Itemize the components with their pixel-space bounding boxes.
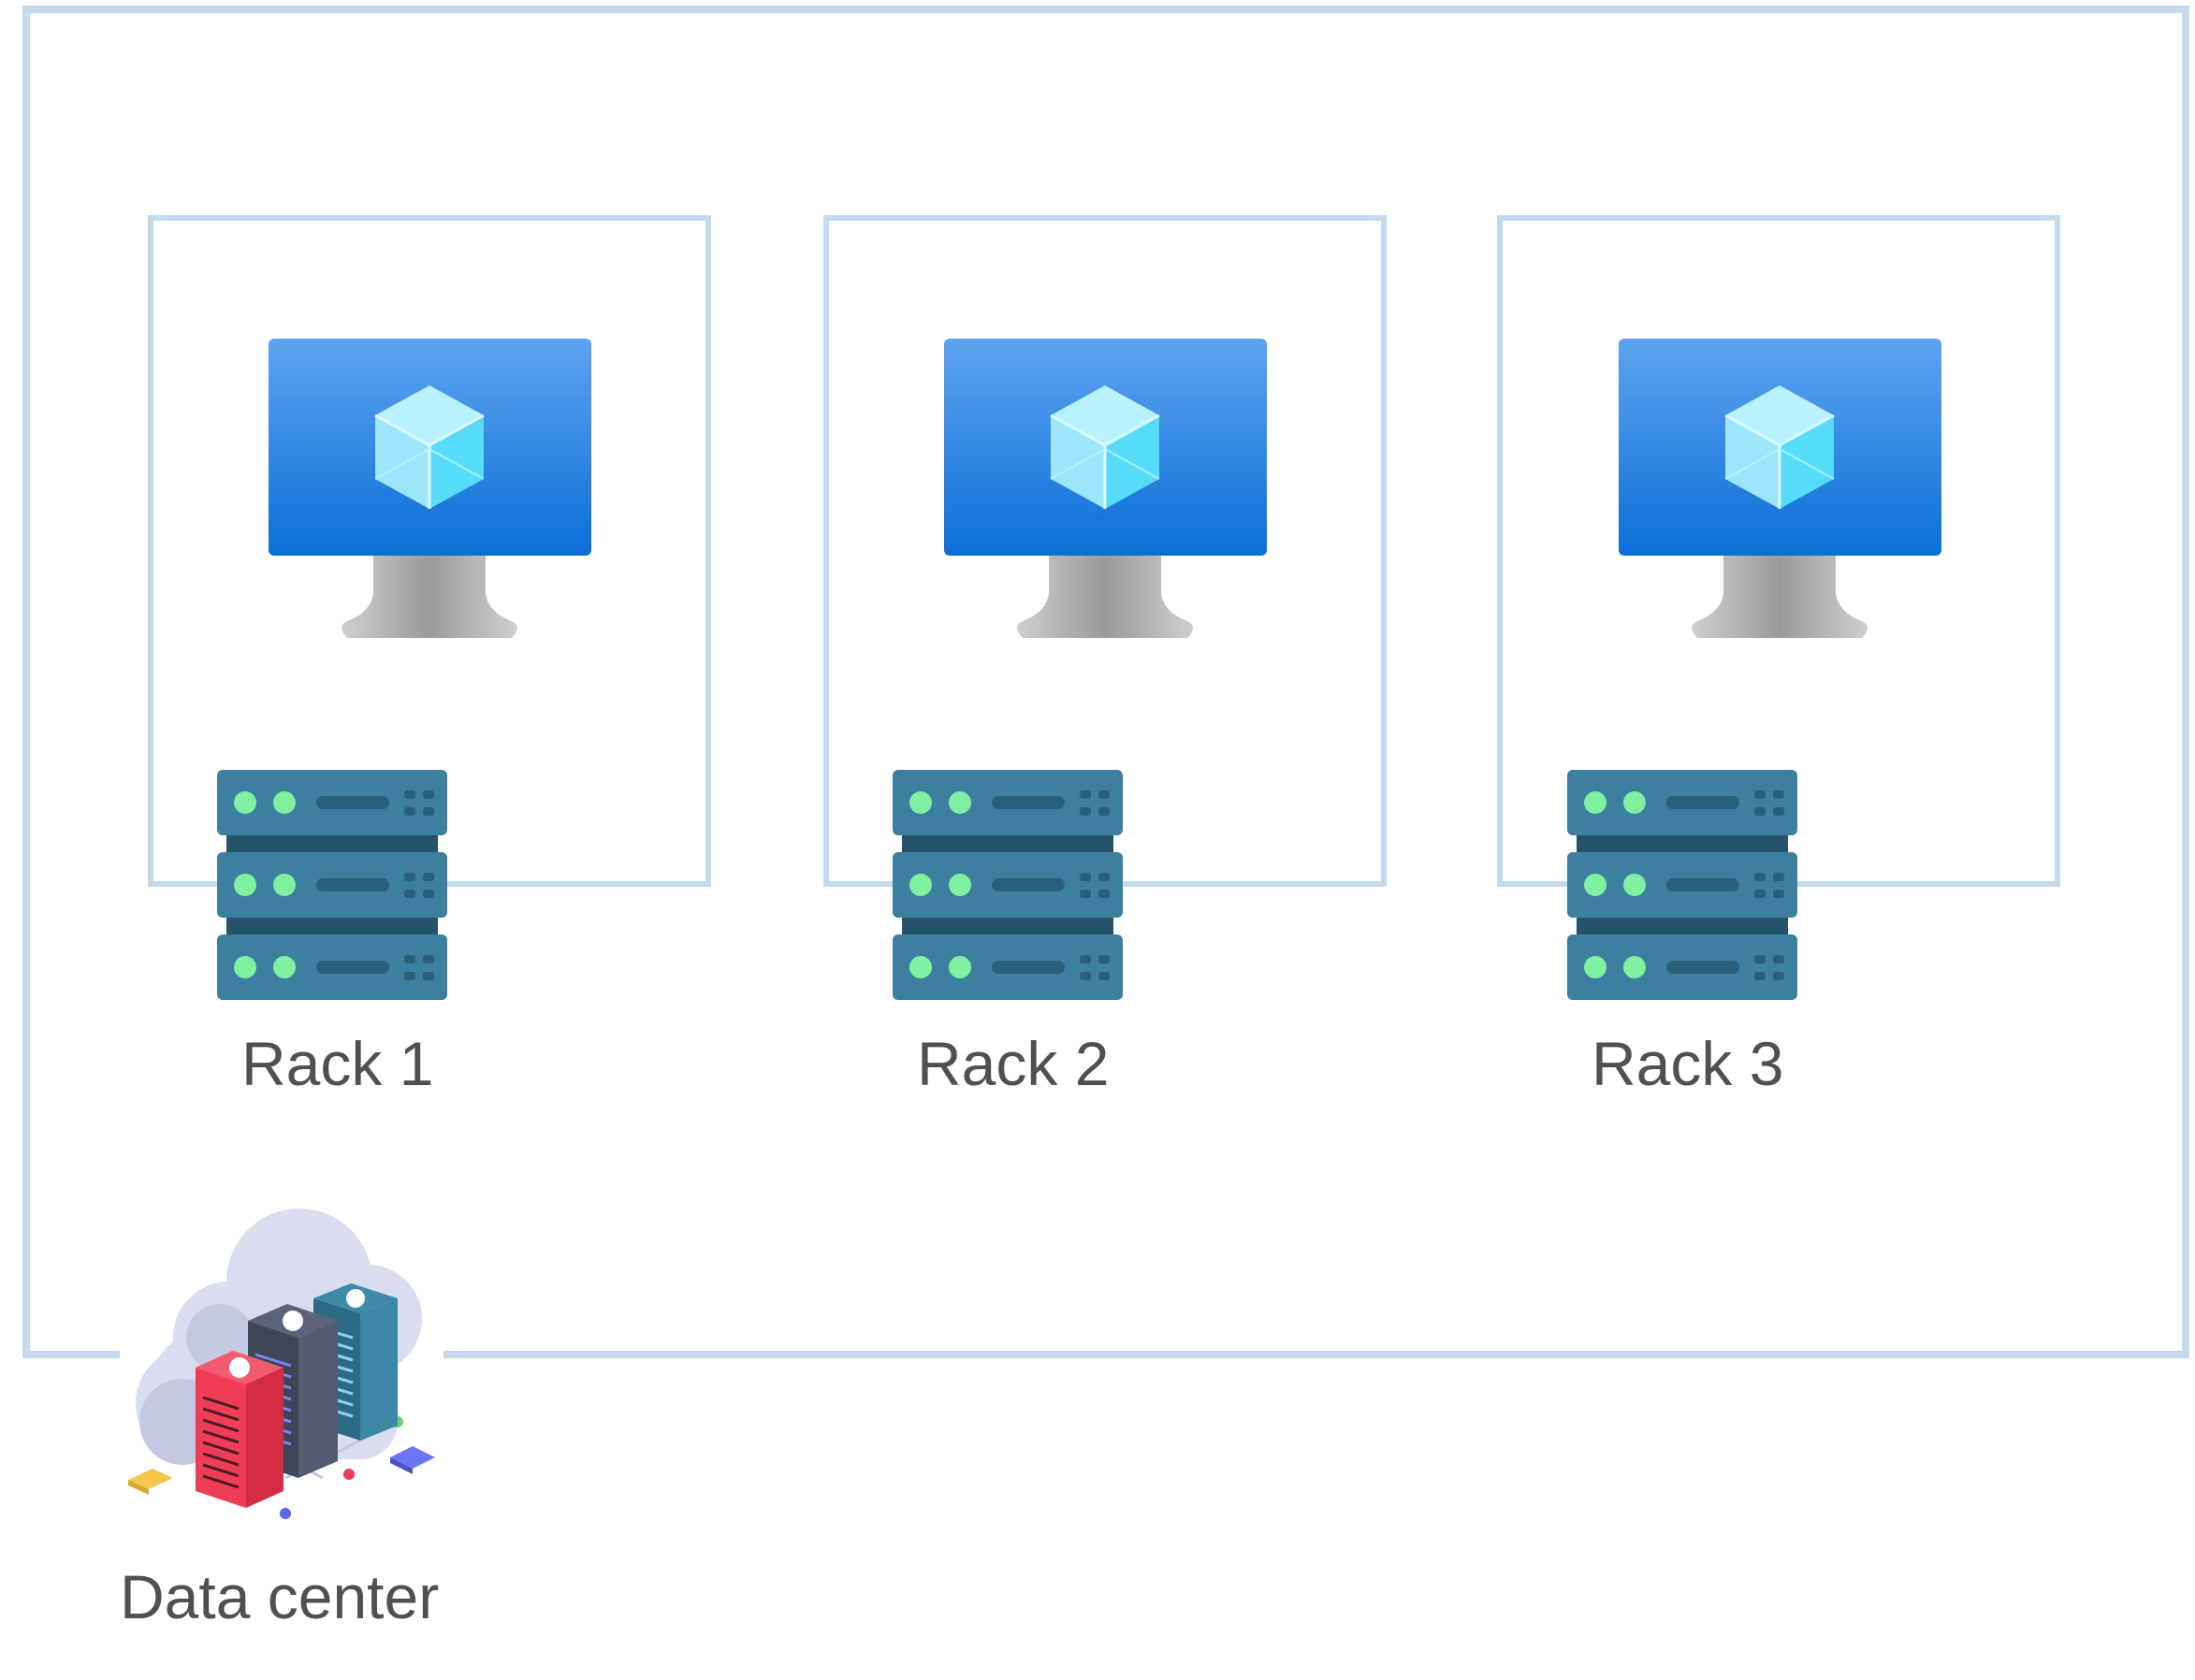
server-rack-icon [1567, 770, 1797, 1000]
virtual-machine-icon [944, 339, 1267, 638]
data-center-label: Data center [120, 1562, 440, 1631]
rack-label-1: Rack 1 [241, 1029, 434, 1098]
rack-label-3: Rack 3 [1592, 1029, 1784, 1098]
data-center-boundary [22, 6, 2189, 1358]
server-rack-icon [217, 770, 447, 1000]
virtual-machine-icon [1619, 339, 1941, 638]
server-rack-icon [893, 770, 1123, 1000]
data-center-cloud-icon [128, 1209, 435, 1519]
rack-label-2: Rack 2 [917, 1029, 1110, 1098]
virtual-machine-icon [269, 339, 591, 638]
